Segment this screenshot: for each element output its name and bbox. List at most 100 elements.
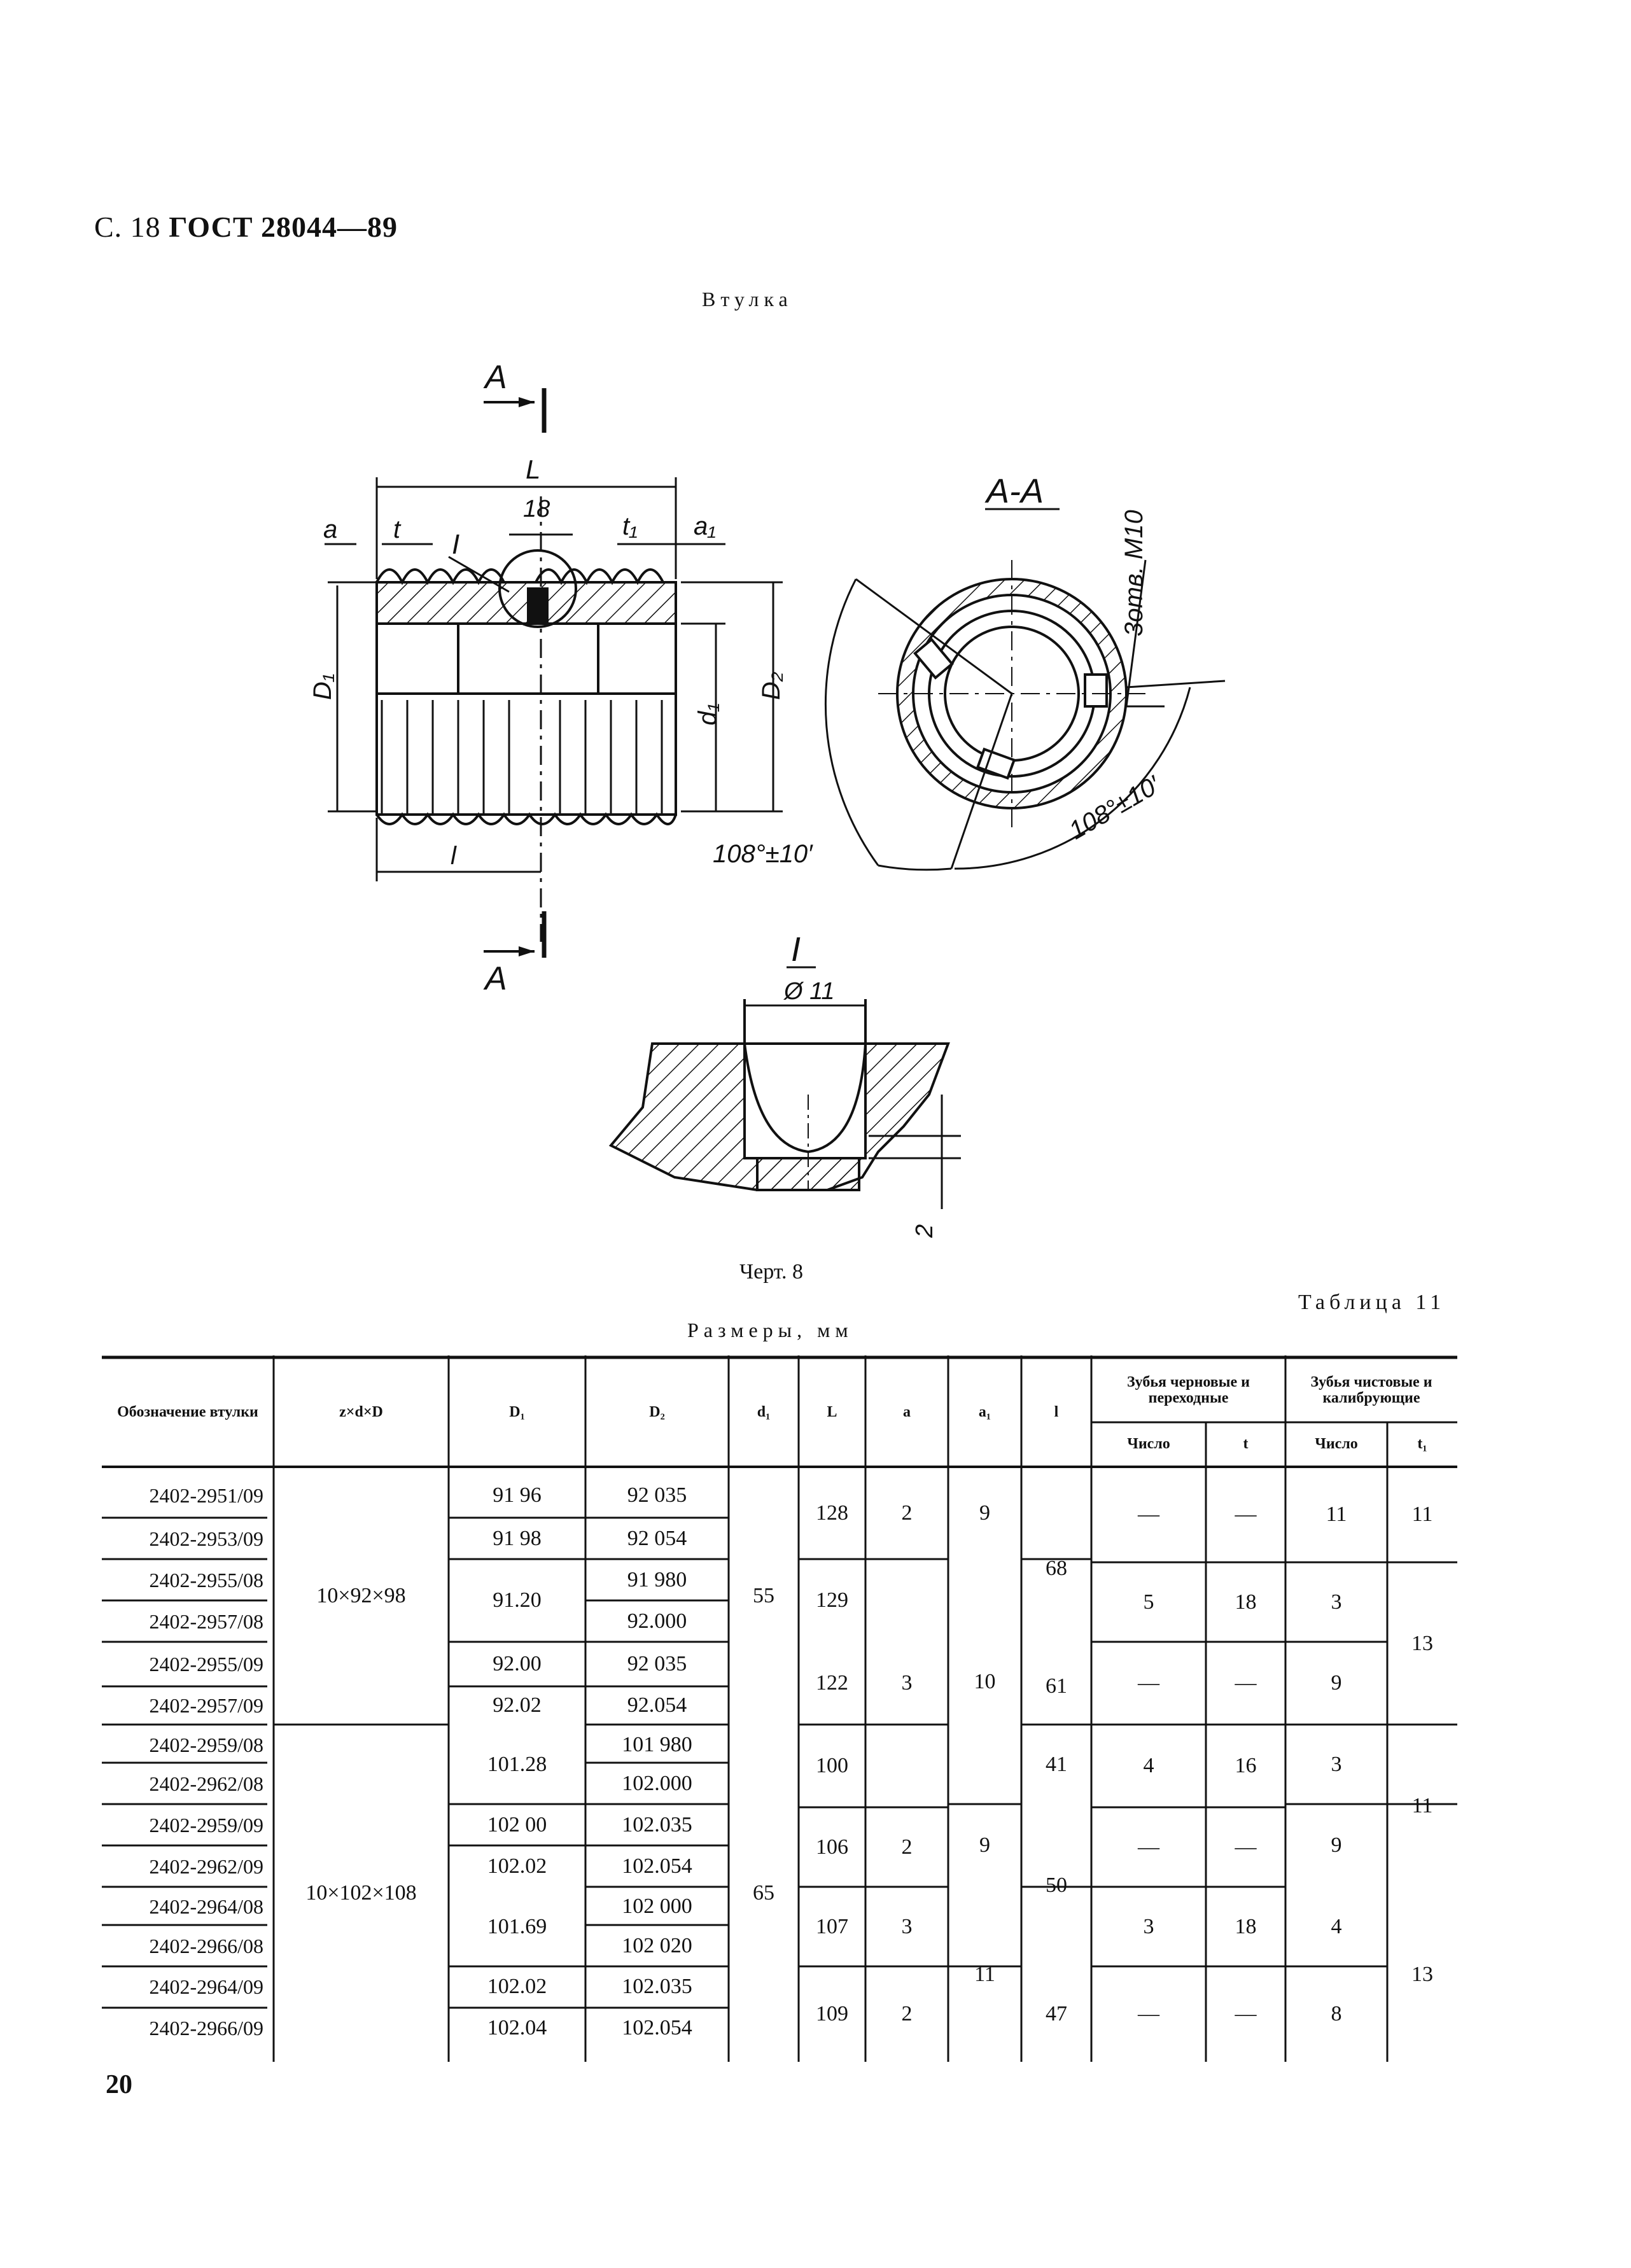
a-cell: 2 <box>901 1835 913 1859</box>
L-cell: 129 <box>816 1588 848 1612</box>
header-designation: Обозначение втулки <box>117 1404 258 1421</box>
D2-cell: 101 980 <box>622 1733 692 1756</box>
header-count1: Число <box>1127 1436 1170 1453</box>
header-l: l <box>1054 1404 1059 1421</box>
detail-title: I <box>791 930 801 969</box>
part-title: Втулка <box>702 288 793 311</box>
dim-d1: d₁ <box>694 703 722 725</box>
t-cell: 16 <box>1235 1754 1257 1777</box>
designation-cell: 2402-2955/08 <box>149 1569 263 1592</box>
a1-cell: 10 <box>974 1669 996 1693</box>
finish-count-cell: 11 <box>1326 1502 1347 1526</box>
dim-a: a <box>323 515 337 543</box>
L-cell: 128 <box>816 1501 848 1525</box>
D1-cell: 92.02 <box>493 1693 542 1717</box>
d1-cell: 55 <box>753 1583 774 1607</box>
l-cell: 50 <box>1046 1873 1067 1897</box>
D2-cell: 102.035 <box>622 1975 692 1998</box>
designation-cell: 2402-2957/09 <box>149 1694 263 1717</box>
header-zdD: z×d×D <box>339 1404 383 1421</box>
rough-count-cell: — <box>1138 1671 1159 1695</box>
l-cell: 41 <box>1046 1752 1067 1776</box>
a-cell: 3 <box>901 1914 913 1938</box>
D2-cell: 102.054 <box>622 1854 692 1878</box>
detail-dia: Ø 11 <box>783 978 835 1005</box>
front-view-dimensions <box>325 477 783 881</box>
D2-cell: 92 035 <box>627 1652 687 1676</box>
a-cell: 2 <box>901 2002 913 2026</box>
a1-cell: 9 <box>979 1833 990 1857</box>
page-number: 20 <box>106 2070 132 2099</box>
a-cell: 3 <box>901 1671 913 1695</box>
section-aa-view <box>824 559 1226 871</box>
dimensions-table: Обозначение втулки z×d×D D₁ D₂ d₁ L a a₁… <box>102 1355 1457 2062</box>
L-cell: 122 <box>816 1671 848 1695</box>
a-cell: 2 <box>901 1501 913 1525</box>
designation-cell: 2402-2964/08 <box>149 1895 263 1918</box>
designation-cell: 2402-2966/08 <box>149 1935 263 1957</box>
D1-cell: 91 96 <box>493 1483 542 1507</box>
rough-count-cell: 3 <box>1143 1914 1154 1938</box>
D1-cell: 91 98 <box>493 1527 542 1550</box>
detail-ref: I <box>452 529 459 560</box>
header-L: L <box>827 1404 837 1421</box>
D2-cell: 92 054 <box>627 1527 687 1550</box>
t1-cell: 11 <box>1411 1793 1433 1817</box>
finish-count-cell: 3 <box>1331 1752 1342 1776</box>
header-d1: d₁ <box>757 1404 771 1421</box>
dim-L: L <box>526 454 540 484</box>
header-D1: D₁ <box>509 1404 525 1421</box>
dim-a1: a₁ <box>694 512 716 540</box>
l-cell: 47 <box>1046 2002 1067 2026</box>
drawing-caption: Черт. 8 <box>739 1260 804 1284</box>
t1-cell: 13 <box>1411 1631 1433 1655</box>
section-mark-top: А <box>483 359 547 433</box>
dim-18: 18 <box>523 496 550 522</box>
dim-D2: D₂ <box>757 672 785 700</box>
designation-cell: 2402-2962/09 <box>149 1855 263 1878</box>
D2-cell: 91 980 <box>627 1568 687 1592</box>
header-D2: D₂ <box>649 1404 665 1421</box>
designation-cell: 2402-2959/08 <box>149 1733 263 1756</box>
header-t1: t₁ <box>1417 1436 1427 1453</box>
D2-cell: 92.054 <box>627 1693 687 1717</box>
t1-cell: 13 <box>1411 1962 1433 1986</box>
l-cell: 68 <box>1046 1557 1067 1580</box>
designation-cell: 2402-2962/08 <box>149 1772 263 1795</box>
D1-cell: 102.02 <box>487 1854 547 1878</box>
standard-label: ГОСТ 28044—89 <box>169 211 398 243</box>
header-a1: a₁ <box>978 1404 991 1421</box>
header-rough: Зубья черновые и переходные <box>1127 1373 1250 1406</box>
finish-count-cell: 9 <box>1331 1671 1342 1695</box>
table-label: Таблица 11 <box>1298 1291 1446 1314</box>
t-cell: — <box>1235 1671 1257 1695</box>
technical-drawing: А А <box>309 359 1226 1238</box>
D1-cell: 102 00 <box>487 1813 547 1837</box>
finish-count-cell: 4 <box>1331 1914 1342 1938</box>
a1-cell: 11 <box>974 1962 995 1986</box>
D1-cell: 101.28 <box>487 1752 547 1776</box>
holes-note: 3отв. M10 <box>1120 510 1148 636</box>
D2-cell: 102 020 <box>622 1934 692 1957</box>
D2-cell: 102.054 <box>622 2016 692 2040</box>
rough-count-cell: 5 <box>1143 1590 1154 1614</box>
t-cell: — <box>1235 1502 1257 1526</box>
t-cell: — <box>1235 1835 1257 1859</box>
D1-cell: 91.20 <box>493 1588 542 1612</box>
t1-cell: 11 <box>1411 1502 1433 1526</box>
D1-cell: 101.69 <box>487 1914 547 1938</box>
zdD-cell: 10×102×108 <box>305 1881 417 1905</box>
L-cell: 109 <box>816 2002 848 2026</box>
svg-text:А: А <box>483 960 507 997</box>
section-mark-bottom: А <box>483 911 547 997</box>
D2-cell: 92.000 <box>627 1609 687 1633</box>
angle-left: 108°±10′ <box>713 840 813 868</box>
rough-count-cell: 4 <box>1143 1754 1154 1777</box>
rough-count-cell: — <box>1138 2002 1159 2026</box>
d1-cell: 65 <box>753 1881 774 1905</box>
bushing-front-view <box>375 496 677 942</box>
dim-l: l <box>451 842 457 870</box>
dim-t: t <box>393 515 402 543</box>
t-cell: 18 <box>1235 1590 1257 1614</box>
section-title: А-А <box>984 472 1044 510</box>
